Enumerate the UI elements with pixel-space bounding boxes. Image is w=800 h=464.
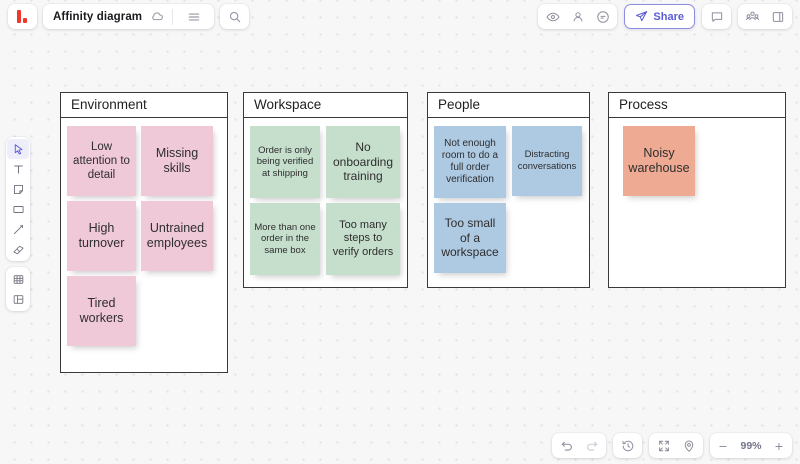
group-title: Workspace <box>244 93 407 118</box>
location-pin-icon[interactable] <box>677 434 700 457</box>
group-title: People <box>428 93 589 118</box>
sticky-note[interactable]: Not enough room to do a full order verif… <box>434 126 506 198</box>
share-button-label: Share <box>653 10 684 23</box>
fit-to-screen-icon[interactable] <box>652 434 675 457</box>
sticky-note[interactable]: Noisy warehouse <box>623 126 695 196</box>
cloud-sync-icon <box>150 10 164 24</box>
search-icon <box>228 10 242 24</box>
undo-arrow-icon[interactable] <box>555 434 578 457</box>
group-title: Process <box>609 93 785 118</box>
zoom-out-button[interactable]: − <box>718 437 728 454</box>
share-plane-icon <box>635 10 648 23</box>
document-title-group: Affinity diagram <box>43 4 215 29</box>
page-title: Affinity diagram <box>53 10 143 23</box>
sticky-note[interactable]: Order is only being verified at shipping <box>250 126 320 198</box>
hamburger-menu-icon[interactable] <box>181 4 207 29</box>
group-body: Order is only being verified at shipping… <box>244 118 407 287</box>
right-panel-icon[interactable] <box>766 5 789 28</box>
sticky-note[interactable]: Untrained employees <box>141 201 213 271</box>
bottom-bar: − 99% + <box>552 433 792 458</box>
zoom-level-label[interactable]: 99% <box>740 439 762 452</box>
app-logo-button[interactable] <box>8 4 37 29</box>
table-tool[interactable] <box>7 269 29 289</box>
user-presence-icon[interactable] <box>566 5 589 28</box>
redo-arrow-icon[interactable] <box>580 434 603 457</box>
group-body: Noisy warehouse <box>609 118 785 287</box>
top-bar-left: Affinity diagram <box>8 4 250 29</box>
zoom-in-button[interactable]: + <box>774 437 784 454</box>
share-button[interactable]: Share <box>624 4 695 29</box>
sticky-note[interactable]: More than one order in the same box <box>250 203 320 275</box>
zoom-controls: − 99% + <box>710 433 792 458</box>
visibility-eye-icon[interactable] <box>541 5 564 28</box>
affinity-logo-icon <box>17 10 28 23</box>
left-toolbar <box>6 137 30 311</box>
view-group <box>649 433 703 458</box>
select-tool[interactable] <box>7 139 29 159</box>
sticky-note[interactable]: Distracting conversations <box>512 126 582 196</box>
left-toolbar-secondary-group <box>6 267 30 311</box>
template-tool[interactable] <box>7 289 29 309</box>
history-clock-icon[interactable] <box>616 434 639 457</box>
title-divider <box>172 8 174 25</box>
group-body: Not enough room to do a full order verif… <box>428 118 589 287</box>
comment-icon[interactable] <box>591 5 614 28</box>
history-group <box>613 433 642 458</box>
undo-redo-group <box>552 433 606 458</box>
chat-bubble-icon[interactable] <box>705 5 728 28</box>
right-tools-group <box>738 4 792 29</box>
group-title: Environment <box>61 93 227 118</box>
sticky-note-tool[interactable] <box>7 179 29 199</box>
sticky-note[interactable]: Too many steps to verify orders <box>326 203 400 275</box>
sticky-note[interactable]: High turnover <box>67 201 136 271</box>
line-tool[interactable] <box>7 219 29 239</box>
top-bar-right: Share <box>538 4 792 29</box>
sticky-note[interactable]: Too small of a workspace <box>434 203 506 273</box>
view-tools-group <box>538 4 618 29</box>
sticky-note[interactable]: No onboarding training <box>326 126 400 198</box>
team-members-icon[interactable] <box>741 5 764 28</box>
shape-tool[interactable] <box>7 199 29 219</box>
sticky-note[interactable]: Missing skills <box>141 126 213 196</box>
search-button[interactable] <box>220 4 250 29</box>
chat-group <box>702 4 731 29</box>
sticky-note[interactable]: Tired workers <box>67 276 136 346</box>
left-toolbar-primary-group <box>6 137 30 261</box>
sticky-note[interactable]: Low attention to detail <box>67 126 136 196</box>
connector-tool[interactable] <box>7 239 29 259</box>
text-tool[interactable] <box>7 159 29 179</box>
